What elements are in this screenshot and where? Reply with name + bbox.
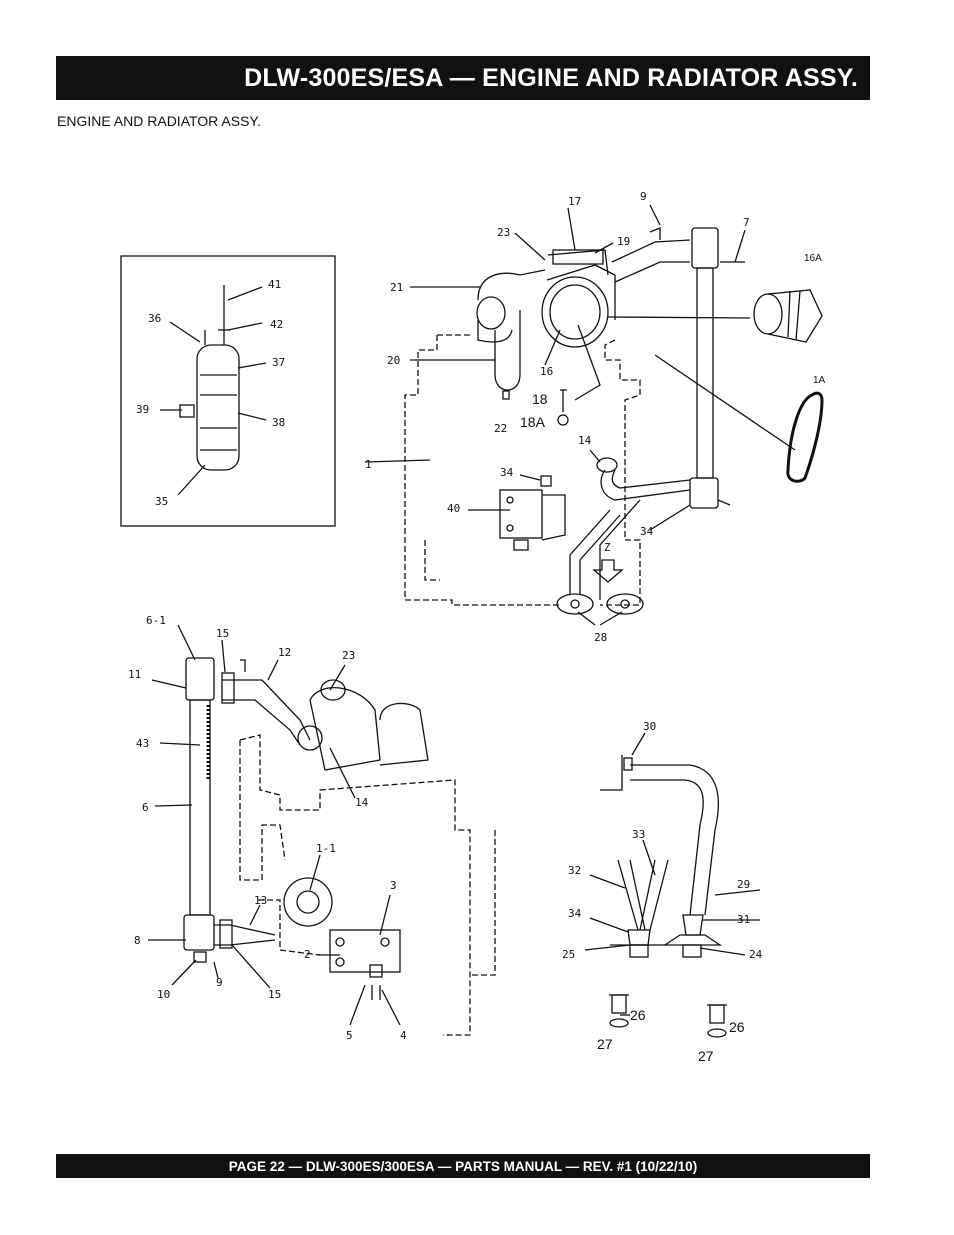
reserve-tank-inset xyxy=(120,255,336,527)
callout-28: 28 xyxy=(594,631,607,644)
callout-1A: 1A xyxy=(813,375,826,386)
callout-4: 4 xyxy=(400,1029,407,1042)
callout-13: 13 xyxy=(254,894,267,907)
callout-labels: 17 9 7 23 19 16A 21 20 16 1A 18 18A 22 1… xyxy=(128,190,826,1064)
callout-34-right: 34 xyxy=(640,525,654,538)
callout-6-1: 6-1 xyxy=(146,614,166,627)
callout-37: 37 xyxy=(272,356,285,369)
callout-3: 3 xyxy=(390,879,397,892)
callout-39: 39 xyxy=(136,403,149,416)
callout-33: 33 xyxy=(632,828,645,841)
callout-29: 29 xyxy=(737,878,750,891)
page-title: DLW-300ES/ESA — ENGINE AND RADIATOR ASSY… xyxy=(244,63,858,92)
callout-35: 35 xyxy=(155,495,168,508)
callout-5: 5 xyxy=(346,1029,353,1042)
callout-24: 24 xyxy=(749,948,763,961)
callout-19: 19 xyxy=(617,235,630,248)
callout-21: 21 xyxy=(390,281,403,294)
callout-31: 31 xyxy=(737,913,750,926)
filter-element xyxy=(753,289,823,343)
callout-18A: 18A xyxy=(520,414,546,430)
callout-43: 43 xyxy=(136,737,149,750)
callout-26-left: 26 xyxy=(630,1007,646,1023)
callout-23: 23 xyxy=(497,226,510,239)
callout-23-lower: 23 xyxy=(342,649,355,662)
callout-20: 20 xyxy=(387,354,400,367)
callout-6: 6 xyxy=(142,801,149,814)
callout-12: 12 xyxy=(278,646,291,659)
lower-right-assembly xyxy=(584,732,761,1038)
callout-9: 9 xyxy=(640,190,647,203)
callout-2: 2 xyxy=(304,948,311,961)
callout-26-right: 26 xyxy=(729,1019,745,1035)
callout-30: 30 xyxy=(643,720,656,733)
callout-1: 1 xyxy=(365,458,372,471)
callout-16: 16 xyxy=(540,365,553,378)
callout-16A: 16A xyxy=(804,253,822,264)
callout-7: 7 xyxy=(743,216,750,229)
upper-assembly xyxy=(364,204,824,626)
footer-bar: PAGE 22 — DLW-300ES/300ESA — PARTS MANUA… xyxy=(56,1154,870,1178)
callout-10: 10 xyxy=(157,988,170,1001)
callout-z: Z xyxy=(604,541,611,554)
callout-32: 32 xyxy=(568,864,581,877)
footer-text: PAGE 22 — DLW-300ES/300ESA — PARTS MANUA… xyxy=(228,1158,698,1174)
callout-36: 36 xyxy=(148,312,161,325)
callout-42: 42 xyxy=(270,318,283,331)
callout-34: 34 xyxy=(500,466,514,479)
callout-38: 38 xyxy=(272,416,285,429)
callout-27-left: 27 xyxy=(597,1036,613,1052)
callout-25: 25 xyxy=(562,948,575,961)
callout-41: 41 xyxy=(268,278,281,291)
callout-9-lower: 9 xyxy=(216,976,223,989)
callout-1-1: 1-1 xyxy=(316,842,336,855)
callout-34-lower: 34 xyxy=(568,907,582,920)
callout-15-lower: 15 xyxy=(268,988,281,1001)
callout-27-right: 27 xyxy=(698,1048,714,1064)
callout-11: 11 xyxy=(128,668,141,681)
callout-15: 15 xyxy=(216,627,229,640)
callout-17: 17 xyxy=(568,195,581,208)
callout-18: 18 xyxy=(532,391,548,407)
page-title-bar: DLW-300ES/ESA — ENGINE AND RADIATOR ASSY… xyxy=(56,56,870,100)
section-subtitle: ENGINE AND RADIATOR ASSY. xyxy=(57,113,261,129)
lower-left-assembly xyxy=(148,624,496,1036)
callout-40: 40 xyxy=(447,502,460,515)
callout-14: 14 xyxy=(578,434,592,447)
callout-14-lower: 14 xyxy=(355,796,369,809)
callout-22: 22 xyxy=(494,422,507,435)
callout-8: 8 xyxy=(134,934,141,947)
